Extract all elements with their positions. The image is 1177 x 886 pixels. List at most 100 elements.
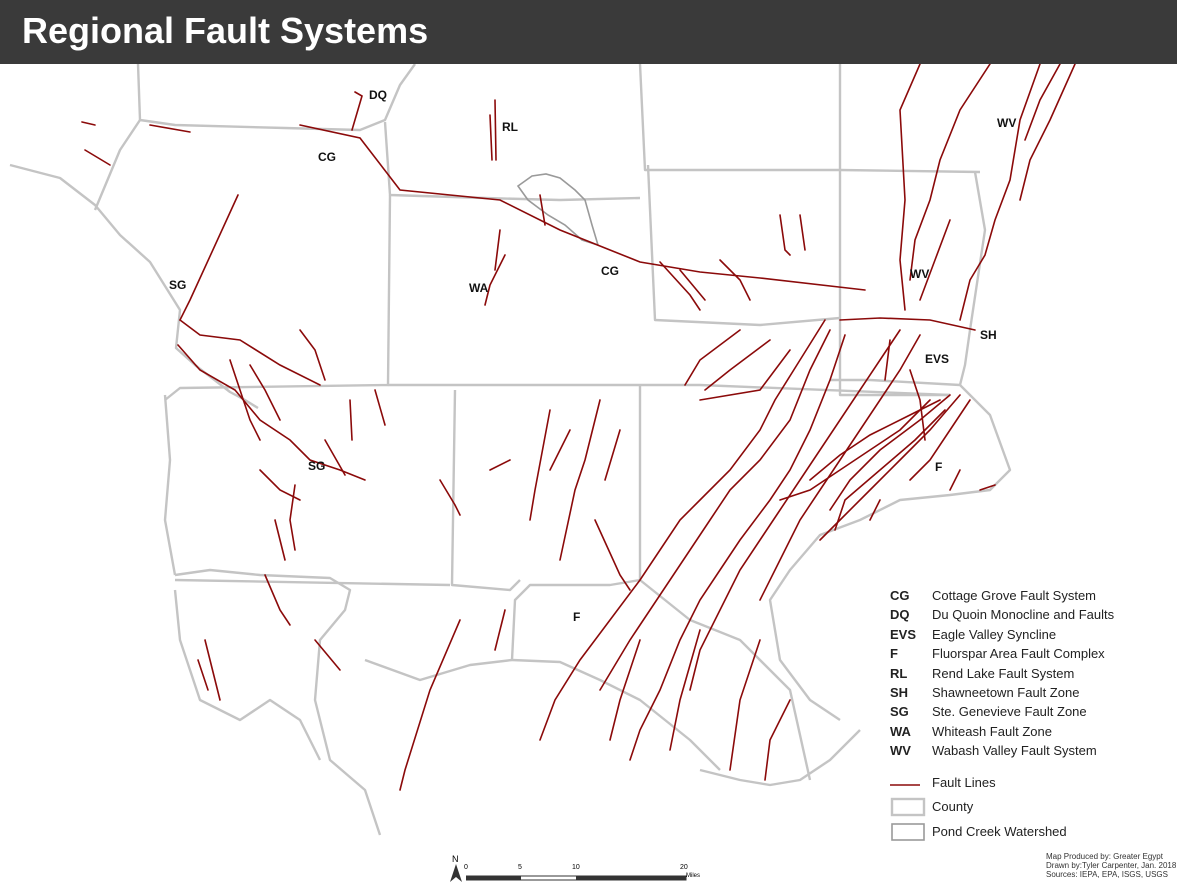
fault-line xyxy=(759,334,921,601)
scale-bar-graphic xyxy=(466,875,687,881)
fault-line xyxy=(909,369,926,441)
county-outline xyxy=(136,64,416,132)
fault-line xyxy=(81,121,96,126)
scale-unit: Miles xyxy=(686,873,701,879)
fault-line xyxy=(604,429,621,481)
label-sg: SG xyxy=(308,459,326,473)
header-bar: Regional Fault Systems xyxy=(0,0,1177,64)
fault-line xyxy=(494,229,501,271)
fault-line xyxy=(264,574,291,626)
fault-line xyxy=(809,399,941,481)
fault-line xyxy=(899,64,921,311)
fault-line xyxy=(949,469,961,491)
fault-line xyxy=(539,194,546,226)
label-sg: SG xyxy=(169,278,187,292)
fault-line xyxy=(799,214,806,251)
fault-line xyxy=(489,114,493,161)
county-swatch-icon xyxy=(890,797,926,817)
fault-line xyxy=(149,124,191,133)
fault-line xyxy=(489,459,511,471)
county-outline xyxy=(9,163,259,410)
county-outline xyxy=(364,658,513,682)
fault-line xyxy=(884,339,891,381)
county-outline xyxy=(93,119,141,211)
fault-line xyxy=(324,439,346,476)
label-cg: CG xyxy=(318,150,336,164)
scale-bar: N 0 5 10 20 Miles xyxy=(448,854,708,886)
fault-line xyxy=(869,499,881,521)
fault-line xyxy=(549,429,571,471)
fault-line xyxy=(909,64,991,281)
fault-line xyxy=(679,269,706,301)
fault-line xyxy=(399,619,461,791)
fault-line xyxy=(349,399,353,441)
fault-line xyxy=(684,329,741,386)
fault-line xyxy=(177,344,366,481)
fault-line-swatch-icon xyxy=(890,784,920,786)
map-credits: Map Produced by: Greater Egypt Drawn by:… xyxy=(1046,852,1177,879)
fault-line xyxy=(629,334,846,761)
county-outline xyxy=(510,385,642,661)
fault-line xyxy=(959,64,1041,321)
fault-line xyxy=(197,659,209,691)
pond-creek-watershed xyxy=(516,173,600,247)
fault-line xyxy=(659,261,701,311)
fault-line xyxy=(374,389,386,426)
scale-tick: 0 xyxy=(464,864,468,871)
county-outline xyxy=(164,194,392,401)
county-outline xyxy=(163,394,177,576)
label-evs: EVS xyxy=(925,352,950,366)
north-label: N xyxy=(452,854,459,864)
county-outline xyxy=(646,164,841,327)
county-outline xyxy=(699,729,861,787)
scale-tick: 10 xyxy=(572,864,580,871)
label-wv: WV xyxy=(997,116,1017,130)
county-outline xyxy=(958,171,987,386)
label-f: F xyxy=(573,610,581,624)
scale-tick: 5 xyxy=(518,864,522,871)
fault-line xyxy=(594,519,631,591)
fault-line xyxy=(494,609,506,651)
fault-line xyxy=(719,259,751,301)
fault-line xyxy=(979,484,996,491)
fault-line xyxy=(1019,64,1076,201)
county-outline xyxy=(173,589,322,761)
fault-line xyxy=(764,699,791,781)
county-boundaries xyxy=(9,64,1012,836)
fault-line xyxy=(494,99,497,161)
fault-line xyxy=(909,399,971,481)
county-outline xyxy=(388,383,951,397)
fault-map[interactable] xyxy=(0,64,1177,854)
fault-line xyxy=(299,124,866,291)
fault-line xyxy=(179,194,239,321)
fault-line xyxy=(919,219,951,301)
county-outline xyxy=(838,64,950,397)
fault-line xyxy=(669,629,701,751)
fault-line xyxy=(699,349,791,401)
fault-line xyxy=(559,399,601,561)
fault-line xyxy=(439,479,461,516)
fault-line xyxy=(689,329,901,691)
fault-line xyxy=(829,394,951,511)
label-f: F xyxy=(935,460,943,474)
fault-line xyxy=(484,254,506,306)
north-arrow-icon xyxy=(450,864,462,882)
fault-line xyxy=(289,484,296,551)
fault-line xyxy=(539,319,826,741)
fault-line xyxy=(599,329,831,691)
label-wv: WV xyxy=(910,267,930,281)
fault-line xyxy=(314,639,341,671)
fault-line xyxy=(529,409,551,521)
fault-line xyxy=(179,319,321,386)
fault-line xyxy=(229,359,261,441)
county-outline xyxy=(174,568,382,836)
fault-line xyxy=(729,639,761,771)
